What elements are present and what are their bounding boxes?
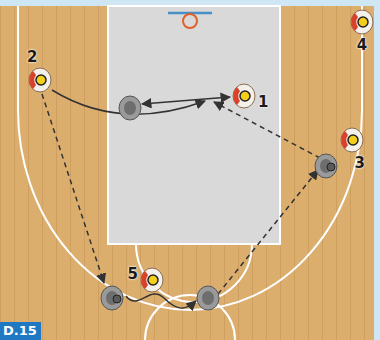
player-body bbox=[29, 68, 51, 92]
player-icon bbox=[339, 126, 365, 154]
player-band bbox=[29, 71, 36, 89]
player-marker: 4 bbox=[349, 8, 375, 53]
center-circle bbox=[145, 295, 235, 340]
player-number: 4 bbox=[357, 37, 367, 53]
player-number: 5 bbox=[128, 266, 138, 282]
player-body bbox=[141, 268, 163, 292]
player-number: 1 bbox=[258, 94, 268, 110]
player-head bbox=[240, 91, 250, 101]
key-lane bbox=[108, 6, 280, 244]
grey-player bbox=[197, 286, 219, 310]
three-point-line bbox=[18, 6, 362, 310]
grey-player bbox=[119, 96, 141, 120]
grey-player-with-ball bbox=[101, 286, 123, 310]
player-band bbox=[233, 87, 240, 105]
player-body bbox=[233, 84, 255, 108]
player-head bbox=[358, 17, 368, 27]
rim bbox=[183, 14, 197, 28]
player-head bbox=[36, 75, 46, 85]
player-icon bbox=[139, 266, 165, 294]
player-icon bbox=[349, 8, 375, 36]
player-head bbox=[148, 275, 158, 285]
pass-arrow bbox=[42, 94, 104, 283]
cut-arrow bbox=[52, 90, 205, 114]
player-icon bbox=[231, 82, 257, 110]
player-marker: 2 bbox=[27, 49, 53, 94]
player-body bbox=[351, 10, 373, 34]
player-band bbox=[141, 271, 148, 289]
free-throw-arc bbox=[136, 244, 252, 302]
frame-band bbox=[374, 0, 380, 340]
dribble-arrow bbox=[126, 294, 196, 308]
player-marker: 1 bbox=[231, 82, 268, 110]
player-icon bbox=[27, 66, 53, 94]
pass-arrow bbox=[218, 170, 318, 294]
player-number: 2 bbox=[27, 49, 37, 65]
player-marker: 3 bbox=[339, 126, 365, 171]
grey-player-with-ball bbox=[315, 154, 337, 178]
figure-number: D.15 bbox=[0, 322, 41, 340]
player-band bbox=[341, 131, 348, 149]
player-body bbox=[341, 128, 363, 152]
player-head bbox=[348, 135, 358, 145]
pass-arrow bbox=[214, 102, 320, 158]
player-marker: 5 bbox=[128, 266, 165, 294]
player-band bbox=[351, 13, 358, 31]
screen-arrow bbox=[142, 97, 230, 104]
player-number: 3 bbox=[355, 155, 365, 171]
